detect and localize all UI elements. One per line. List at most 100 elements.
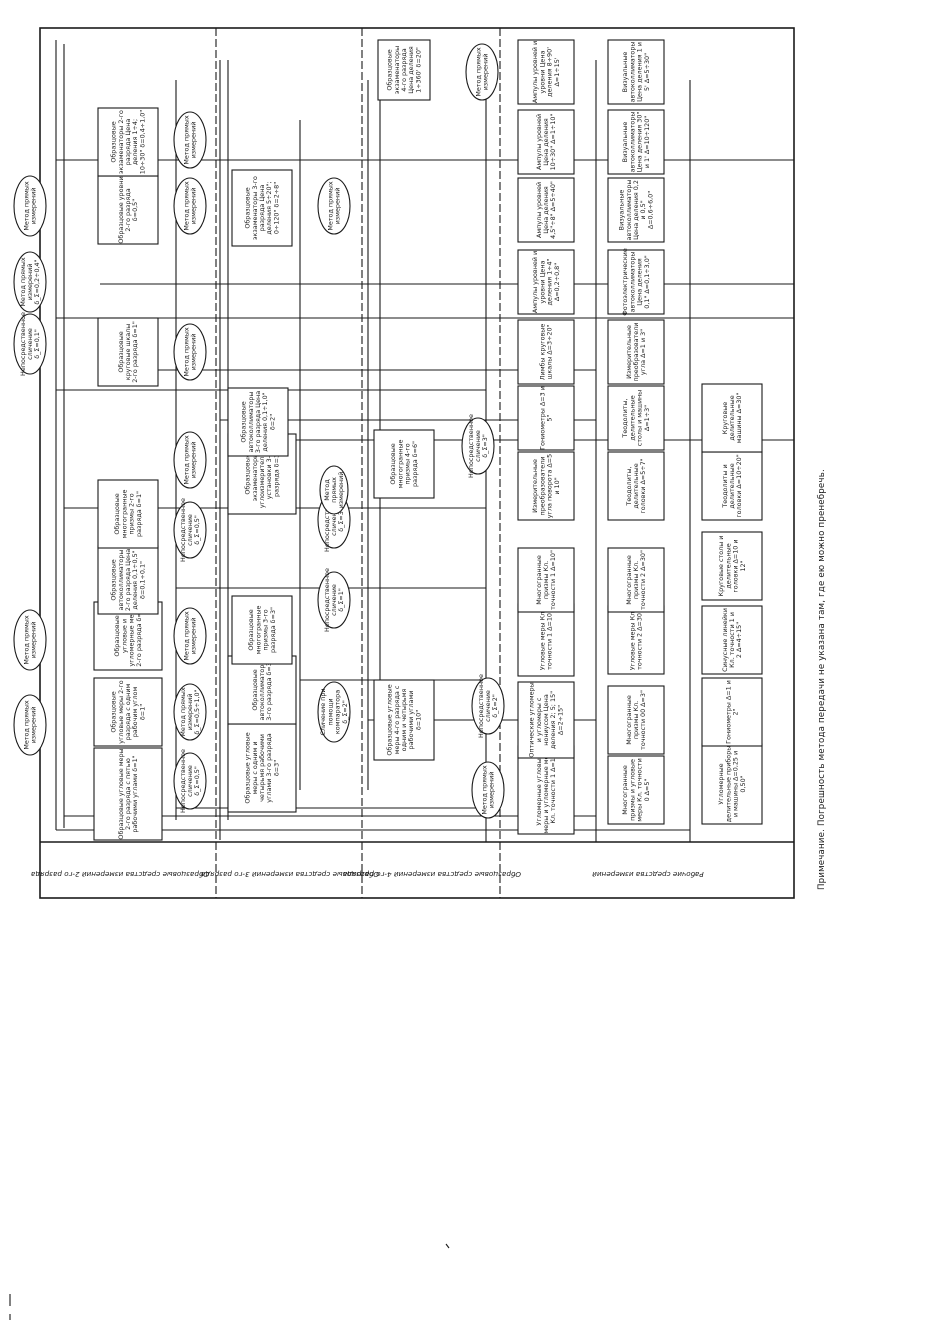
- svg-text:Метод прямыхизмерений: Метод прямыхизмерений: [22, 615, 37, 664]
- row-label-working: Рабочие средства измерений: [592, 870, 704, 879]
- svg-text:Непосредственноесличениеδ_Σ=0,: Непосредственноесличениеδ_Σ=0,5": [179, 498, 201, 562]
- svg-text:Образцовые средства измерений: Образцовые средства измерений 2-го разря…: [31, 870, 209, 879]
- svg-text:ВизуальныеавтоколлиматорыЦена: ВизуальныеавтоколлиматорыЦена деления 30…: [621, 112, 651, 173]
- svg-text:Непосредственноесличениеδ_Σ=0,: Непосредственноесличениеδ_Σ=0,1": [19, 312, 41, 376]
- svg-text:Метод прямыхизмерений: Метод прямыхизмерений: [182, 611, 197, 660]
- svg-text:Образцовыекруговые шкалы2-го р: Образцовыекруговые шкалы2-го разряда δ=1…: [117, 321, 139, 383]
- svg-text:Образцовыеугловые иугломерные: Образцовыеугловые иугломерные меры2-го р…: [113, 605, 143, 667]
- svg-text:Метод прямыхизмерений: Метод прямыхизмерений: [326, 181, 341, 230]
- grade3-method-2: Метод прямыхизмеренийδ_Σ=0,5÷1,0": [173, 683, 207, 741]
- svg-text:Образцовые средства измерений: Образцовые средства измерений 3-го разря…: [201, 870, 379, 879]
- svg-text:Образцовыеэкзаменаторы4-го раз: Образцовыеэкзаменаторы4-го разрядаЦена д…: [386, 46, 423, 94]
- svg-text:ВизуальныеавтоколлиматорыЦена: ВизуальныеавтоколлиматорыЦена деления 1 …: [621, 42, 651, 103]
- svg-text:Круговыеделительныемашины Δ=30: Круговыеделительныемашины Δ=30": [721, 393, 743, 444]
- svg-text:Гониометры Δ=3 и5": Гониометры Δ=3 и5": [538, 386, 553, 450]
- working1-node-8: Ампулы уровней иуровни Ценаделения 1÷4"Δ…: [517, 249, 575, 315]
- svg-text:Образцовые средства измерений: Образцовые средства измерений 4-го разря…: [343, 870, 521, 879]
- svg-text:Многогранныепризмы и угловыеме: Многогранныепризмы и угловыемеры Кл. точ…: [621, 758, 651, 821]
- svg-text:Рабочие средства измерений: Рабочие средства измерений: [592, 870, 704, 879]
- grade2-node-6: Образцовыекруговые шкалы2-го разряда δ=1…: [97, 317, 159, 387]
- working3-node-5: Теодолиты иделительныеголовки Δ=10÷20": [701, 451, 763, 521]
- svg-text:Непосредственноесличениеδ_Σ=3": Непосредственноесличениеδ_Σ=3": [467, 414, 489, 478]
- working3-node-3: Синусные линейкиКл. точности 1 и2 Δ=4÷15…: [701, 605, 763, 675]
- grade3-node-7: Образцовыеэкзаменаторы4-го разрядаЦена д…: [377, 39, 431, 101]
- svg-text:Метод прямыхизмерений: Метод прямыхизмерений: [480, 765, 495, 814]
- working2-node-9: ВизуальныеавтоколлиматорыЦена деления 0,…: [607, 177, 665, 243]
- working3-node-4: Круговые столы иделительныеголовки Δ=10 …: [701, 531, 763, 601]
- row-label-grade4: Образцовые средства измерений 4-го разря…: [343, 870, 521, 879]
- svg-text:Многогранныепризмы Кл.точности: Многогранныепризмы Кл.точности 1 Δ=10": [535, 550, 557, 610]
- svg-text:Образцовыеэкзаменаторы иуглоиз: Образцовыеэкзаменаторы иуглоизмерительны…: [244, 440, 281, 508]
- grade4-node-2: Образцовыемногогранныепризмы 4-горазряда…: [373, 429, 435, 499]
- svg-text:Измерительныепреобразователиуг: Измерительныепреобразователиугла Δ=1 и 3…: [625, 323, 647, 382]
- svg-text:Метод прямыхизмерений: Метод прямыхизмерений: [182, 181, 197, 230]
- grade4-method-6: Метод прямыхизмерений: [471, 761, 505, 819]
- svg-text:Угломерные угловыемеры и углом: Угломерные угловыемеры и угломерные меры…: [535, 746, 557, 833]
- working1-node-5: Измерительныепреобразователиугла поворот…: [517, 451, 575, 521]
- working2-node-7: Измерительныепреобразователиугла Δ=1 и 3…: [607, 319, 665, 385]
- svg-text:Образцовыеавтоколлиматоры3-го: Образцовыеавтоколлиматоры3-го разряда Це…: [240, 391, 277, 453]
- grade3-node-3: Образцовыемногогранныепризмы 3-горазряда…: [231, 595, 293, 665]
- grade3-method-7: Метод прямыхизмерений: [173, 177, 207, 235]
- working1-node-6: Гониометры Δ=3 и5": [517, 385, 575, 451]
- svg-text:Многогранныепризмы Кл.точности: Многогранныепризмы Кл.точности 2 Δ=30": [625, 550, 647, 610]
- grade4-method-8: Метод прямыхизмерений: [465, 43, 499, 101]
- working1-node-7: Лимбы круговыешкалы Δ=3÷20": [517, 319, 575, 385]
- svg-text:Образцовые угловыемеры с одним: Образцовые угловыемеры с одним ичетырьмя…: [244, 732, 281, 803]
- svg-text:Угловые меры Кл.точности 2 Δ=3: Угловые меры Кл.точности 2 Δ=30": [628, 610, 643, 671]
- working3-node-6: Круговыеделительныемашины Δ=30": [701, 383, 763, 453]
- svg-text:Образцовые уровни2-го разрядаδ: Образцовые уровни2-го разрядаδ=0,5": [117, 176, 139, 243]
- working2-node-4: Многогранныепризмы Кл.точности 2 Δ=30": [607, 547, 665, 613]
- register-mark: [445, 1243, 450, 1249]
- grade3-node-5: Образцовыеавтоколлиматоры3-го разряда Це…: [227, 387, 289, 457]
- svg-text:Метод прямыхизмеренийδ_Σ=0,5÷1: Метод прямыхизмеренийδ_Σ=0,5÷1,0": [179, 687, 201, 736]
- working1-node-11: Ампулы уровней иуровни Ценаделения 8÷90'…: [517, 39, 575, 105]
- svg-text:Непосредственноесличениеδ_Σ=2": Непосредственноесличениеδ_Σ=2": [477, 674, 499, 738]
- top-method-5: Метод прямыхизмерений: [13, 175, 47, 237]
- working3-node-1: Угломерныеделительные приборыи машины Δ=…: [701, 743, 763, 825]
- svg-text:Непосредственноесличениеδ_Σ=1": Непосредственноесличениеδ_Σ=1": [323, 568, 345, 632]
- svg-text:Ампулы уровнейЦена деления10÷3: Ампулы уровнейЦена деления10÷30" Δ=1÷10": [535, 114, 557, 171]
- svg-text:Непосредственноесличениеδ_Σ=3": Непосредственноесличениеδ_Σ=3": [323, 488, 345, 552]
- grade3-node-6: Образцовыеэкзаменаторы 3-горазряда Ценад…: [231, 169, 293, 247]
- top-method-3: Непосредственноесличениеδ_Σ=0,1": [13, 312, 47, 376]
- svg-text:ВизуальныеавтоколлиматорыЦена: ВизуальныеавтоколлиматорыЦена деления 0,…: [618, 180, 655, 241]
- grade2-node-3: Образцовыеугловые иугломерные меры2-го р…: [93, 601, 163, 671]
- svg-text:Теодолиты,делительныеголовки Δ: Теодолиты,делительныеголовки Δ=5÷7": [625, 458, 647, 513]
- grade3-method-6: Метод прямыхизмерений: [173, 323, 207, 381]
- working2-node-11: ВизуальныеавтоколлиматорыЦена деления 1 …: [607, 39, 665, 105]
- svg-text:Образцовыемногогранныепризмы 3: Образцовыемногогранныепризмы 3-горазряда…: [247, 606, 277, 655]
- svg-text:Лимбы круговыешкалы Δ=3÷20": Лимбы круговыешкалы Δ=3÷20": [538, 324, 553, 381]
- working1-node-10: Ампулы уровнейЦена деления10÷30" Δ=1÷10": [517, 109, 575, 175]
- row-label-grade3: Образцовые средства измерений 3-го разря…: [201, 870, 379, 879]
- svg-text:Примечание. Погрешность метода: Примечание. Погрешность метода передачи …: [817, 469, 827, 890]
- svg-text:Многогранныепризмы Кл.точности: Многогранныепризмы Кл.точности 00 Δ=3": [625, 690, 647, 750]
- svg-text:Образцовые угловыемеры 4-го ра: Образцовые угловыемеры 4-го разряда содн…: [386, 684, 423, 755]
- svg-text:Образцовые угловые меры2-го ра: Образцовые угловые меры2-го разряда с пя…: [117, 748, 139, 839]
- svg-text:Образцовыемногогранныепризмы 4: Образцовыемногогранныепризмы 4-горазряда…: [389, 440, 419, 489]
- grade3-method-5: Метод прямыхизмерений: [173, 431, 207, 489]
- svg-text:Теодолиты иделительныеголовки: Теодолиты иделительныеголовки Δ=10÷20": [721, 454, 743, 517]
- svg-text:Метод прямыхизмерений: Метод прямыхизмерений: [182, 115, 197, 164]
- top-method-4: Метод прямыхизмеренийδ_Σ=0,2÷0,4": [13, 251, 47, 313]
- svg-text:Метод прямыхизмерений: Метод прямыхизмерений: [474, 47, 489, 96]
- grade4-node-1: Образцовые угловыемеры 4-го разряда содн…: [373, 679, 435, 761]
- grade2-node-8: Образцовыеэкзаменаторы 2-горазряда Ценад…: [97, 107, 159, 177]
- working1-node-3: Угловые меры Кл.точности 1 Δ=10": [517, 603, 575, 677]
- svg-text:Оптические угломерыи угломеры: Оптические угломерыи угломеры снониусом …: [528, 682, 565, 757]
- svg-text:Ампулы уровнейЦена деления4,5": Ампулы уровнейЦена деления4,5"÷8" Δ=5÷40…: [535, 181, 557, 239]
- grade3-node-1: Образцовые угловыемеры с одним ичетырьмя…: [227, 723, 297, 813]
- grade3-method-1: Непосредственноесличениеδ_Σ=0,5": [173, 749, 207, 813]
- scheme-frame: [39, 27, 795, 899]
- working2-node-6: Теодолиты,делительныестолы и машиныΔ=1÷3…: [607, 385, 665, 451]
- svg-text:Непосредственноесличениеδ_Σ=0,: Непосредственноесличениеδ_Σ=0,5": [179, 749, 201, 813]
- grade4-method-1: Сличение припомощикомпаратораδ_Σ=2": [317, 681, 351, 743]
- svg-text:Образцовыеавтоколлиматоры2-го: Образцовыеавтоколлиматоры2-го разряда Це…: [110, 549, 147, 611]
- svg-text:Метод прямыхизмерений: Метод прямыхизмерений: [182, 327, 197, 376]
- grade4-method-9: Непосредственноесличениеδ_Σ=3": [461, 414, 495, 478]
- svg-text:Метод прямыхизмерений: Метод прямыхизмерений: [182, 435, 197, 484]
- working2-node-5: Теодолиты,делительныеголовки Δ=5÷7": [607, 451, 665, 521]
- grade2-node-4: Образцовыеавтоколлиматоры2-го разряда Це…: [97, 545, 159, 615]
